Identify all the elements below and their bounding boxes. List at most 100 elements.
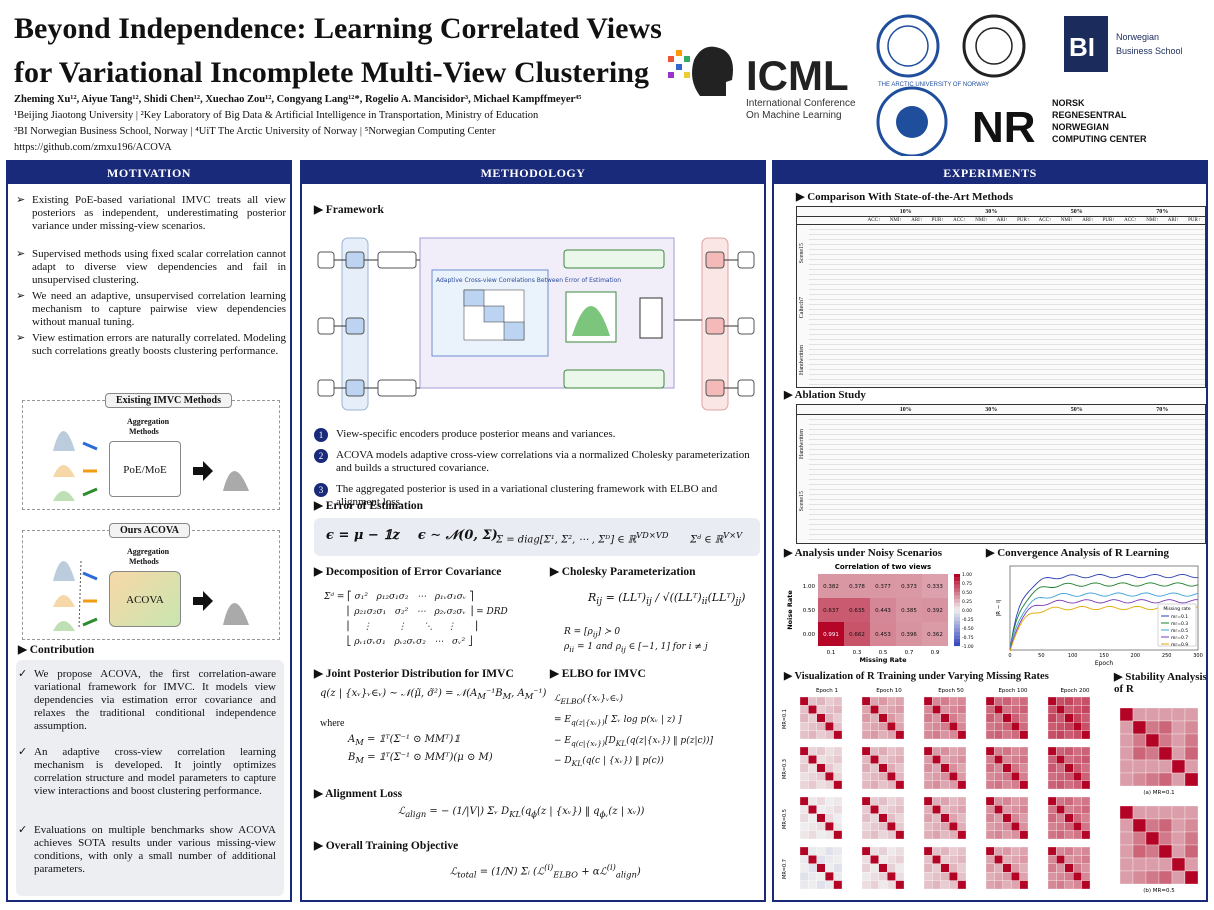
poster-title-line2: for Variational Incomplete Multi-View Cl… <box>14 56 649 89</box>
heatmap-cell <box>922 622 948 646</box>
r-cell <box>1056 746 1065 756</box>
r-cell <box>870 713 879 723</box>
r-cell <box>1011 746 1020 756</box>
repo-link[interactable]: https://github.com/zmxu196/ACOVA <box>14 142 172 153</box>
r-cell <box>870 705 879 714</box>
r-cell <box>1047 730 1057 740</box>
r-cell <box>816 746 826 756</box>
icml-logo <box>668 46 733 96</box>
r-cell <box>1047 713 1057 723</box>
r-cell <box>1064 746 1074 756</box>
colorbar-tick: 0.75 <box>962 581 972 587</box>
r-cell <box>887 846 896 856</box>
motivation-header: MOTIVATION <box>8 162 290 184</box>
r-cell <box>808 763 817 773</box>
icml-wordmark: ICML <box>746 52 849 99</box>
r-cell <box>1056 772 1065 781</box>
noisy-heading: ▶ Analysis under Noisy Scenarios <box>784 547 943 559</box>
r-cell <box>940 813 950 823</box>
r-cell <box>1002 855 1012 864</box>
vis-heading: ▶ Visualization of R Training under Vary… <box>784 671 1049 682</box>
heatmap-value: 0.635 <box>849 608 865 614</box>
r-cell <box>833 722 843 731</box>
r-cell <box>870 813 879 823</box>
r-cell <box>1081 805 1091 814</box>
r-cell <box>994 846 1003 856</box>
r-cell <box>940 763 950 773</box>
conv-xtick: 0 <box>1008 653 1011 659</box>
r-cell <box>1073 846 1082 856</box>
mr-row-label: MR=0.3 <box>782 759 788 779</box>
r-cell <box>1073 780 1082 790</box>
r-cell <box>1064 805 1074 814</box>
r-cell <box>1019 830 1029 840</box>
r-cell <box>895 855 905 864</box>
r-cell <box>1019 713 1029 723</box>
r-cell <box>1002 805 1012 814</box>
r-cell <box>985 705 995 714</box>
r-cell <box>923 780 933 790</box>
r-cell <box>799 855 809 864</box>
stability-cell <box>1132 759 1147 774</box>
r-cell <box>1064 755 1074 764</box>
stability-cell <box>1145 772 1160 787</box>
r-cell <box>1081 822 1091 831</box>
r-cell <box>1011 872 1020 881</box>
conv-xlabel: Epoch <box>1095 660 1114 667</box>
stability-cell <box>1145 707 1160 722</box>
r-cell <box>825 880 834 890</box>
stability-cell <box>1158 772 1173 787</box>
r-cell <box>932 846 941 856</box>
ablation-heading: ▶ Ablation Study <box>784 389 866 401</box>
mr-row-label: MR=0.1 <box>782 709 788 729</box>
r-cell <box>887 822 896 831</box>
r-cell <box>923 755 933 764</box>
r-cell <box>833 755 843 764</box>
r-cell <box>1002 696 1012 706</box>
r-cell <box>825 696 834 706</box>
colorbar-tick: -0.75 <box>962 635 974 641</box>
r-cell <box>833 805 843 814</box>
r-cell <box>816 780 826 790</box>
r-cell <box>1056 796 1065 806</box>
r-cell <box>861 696 871 706</box>
conv-series-line <box>1009 599 1198 650</box>
r-cell <box>1011 722 1020 731</box>
r-cell <box>1019 772 1029 781</box>
r-cell <box>816 722 826 731</box>
cholesky-eq: Rij = (LLᵀ)ij / √((LLᵀ)ii(LLᵀ)jj) <box>588 591 746 608</box>
r-cell <box>1002 705 1012 714</box>
r-cell <box>1064 705 1074 714</box>
r-cell <box>923 846 933 856</box>
r-cell <box>861 830 871 840</box>
r-cell <box>957 822 967 831</box>
stability-cell <box>1171 772 1186 787</box>
r-cell <box>994 805 1003 814</box>
stability-cell <box>1119 720 1134 735</box>
r-cell <box>949 813 958 823</box>
r-cell <box>1073 746 1082 756</box>
r-cell <box>1073 863 1082 873</box>
r-cell <box>878 763 888 773</box>
convergence-heading: ▶ Convergence Analysis of R Learning <box>986 547 1169 559</box>
r-cell <box>949 746 958 756</box>
stability-cell <box>1184 844 1199 859</box>
r-cell <box>985 722 995 731</box>
r-cell <box>833 763 843 773</box>
cholesky-heading: ▶ Cholesky Parameterization <box>550 566 696 578</box>
stability-cell <box>1145 733 1160 748</box>
r-cell <box>878 813 888 823</box>
r-cell <box>957 696 967 706</box>
r-cell <box>985 855 995 864</box>
r-cell <box>825 730 834 740</box>
r-cell <box>1056 880 1065 890</box>
r-cell <box>808 805 817 814</box>
r-cell <box>808 846 817 856</box>
heatmap-value: 0.991 <box>823 632 839 638</box>
r-cell <box>833 796 843 806</box>
conv-ylabel: |R − I| <box>996 599 1002 616</box>
r-cell <box>1011 763 1020 773</box>
r-cell <box>1073 880 1082 890</box>
r-cell <box>1064 880 1074 890</box>
r-cell <box>870 805 879 814</box>
